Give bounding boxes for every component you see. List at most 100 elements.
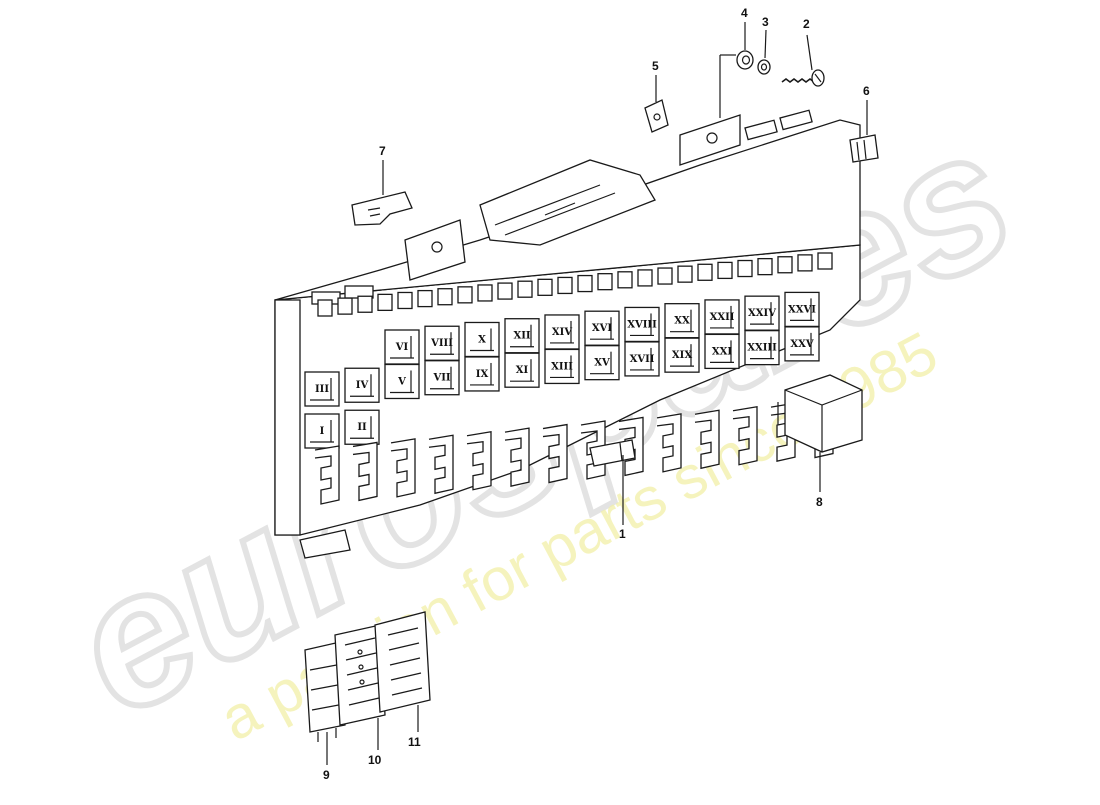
fuse [377,293,393,312]
lower-row-label: I [320,426,325,437]
washer [757,59,771,75]
middle-row-slot-XXV: XXV [784,326,820,362]
fuse [797,254,813,272]
connector-10 [334,624,386,726]
fuse [337,297,353,315]
middle-row-label: VII [432,373,450,384]
upper-row-label: XVI [592,323,613,334]
fuse [457,286,473,304]
middle-row-slot-XV: XV [584,345,620,381]
connector-comb [466,430,492,491]
fuse [717,261,733,280]
callout-3: 3 [762,15,769,29]
fusebox-foot [299,529,351,559]
middle-row-label: III [315,384,329,395]
upper-row-slot-VI: VI [384,329,420,365]
fuse [737,259,753,278]
middle-row-slot-XIX: XIX [664,337,700,373]
fuse [777,256,793,274]
connector-comb [542,423,568,484]
fuse [517,280,533,298]
upper-row-slot-XX: XX [664,303,700,339]
middle-row-label: XIII [551,361,573,372]
upper-row-slot-XXVI: XXVI [784,291,820,328]
callout-2: 2 [803,17,810,31]
middle-row-slot-XXI: XXI [704,333,740,370]
leader-lines [326,22,868,765]
middle-row-label: XI [516,365,529,376]
upper-row-label: XIV [552,327,572,338]
upper-row-label: XXIV [748,308,776,319]
middle-row-slot-XIII: XIII [544,348,580,385]
callout-5: 5 [652,59,659,73]
fuse [677,265,693,283]
callout-8: 8 [816,495,823,509]
callout-4: 4 [741,6,748,20]
fuse [657,267,673,285]
upper-row-label: X [478,334,486,345]
fuse [437,288,453,306]
middle-row-slot-IX: IX [464,356,500,392]
fuse [317,299,333,317]
connector-11 [374,611,431,713]
connector-comb [390,438,416,498]
connector-plug-part-1 [589,439,636,467]
upper-row-slot-XIV: XIV [544,314,580,350]
callout-1: 1 [619,527,626,541]
upper-row-slot-XXII: XXII [704,299,740,335]
middle-row-label: XV [594,358,610,369]
fusebox-top-cover [479,159,656,246]
callout-9: 9 [323,768,330,782]
upper-row-label: XVIII [627,319,657,330]
middle-row-label: IV [356,380,369,391]
upper-row-label: XXVI [788,304,816,315]
lower-row-slot-I: I [304,413,340,449]
clamp-part-7 [351,191,413,226]
fuse [757,257,773,276]
clip-part-5 [644,99,669,133]
middle-row-slot-XVII: XVII [624,341,660,377]
middle-row-label: IX [476,369,489,380]
lower-row-label: II [357,422,367,433]
mounting-tab [404,219,466,281]
fuse [577,274,593,293]
middle-row-label: XIX [672,350,692,361]
callout-11: 11 [408,735,421,749]
fuse [357,295,373,313]
connector-comb [732,405,758,466]
connector-comb [314,445,340,505]
fuse [537,278,553,296]
connector-comb [656,413,682,473]
fuse [497,282,513,300]
connector-9 [304,641,346,742]
connector-comb [428,434,454,495]
upper-row-slot-X: X [464,321,500,358]
connector-comb [694,409,720,470]
upper-row-slot-XVI: XVI [584,310,620,346]
upper-row-label: XX [674,316,690,327]
middle-row-label: XVII [630,354,655,365]
fuse [477,284,493,302]
upper-row-label: XXII [710,312,735,323]
upper-row-label: VI [395,342,409,353]
fuse [617,271,633,289]
connector-part-6 [849,134,879,163]
middle-row-label: XXIII [747,343,777,354]
upper-row-label: XII [513,331,530,342]
connector-comb [352,441,378,502]
middle-row-slot-XI: XI [504,352,540,388]
fuse [417,289,433,308]
upper-row-label: VIII [430,338,453,349]
middle-row-slot-XXIII: XXIII [744,329,780,366]
fuse [397,291,413,310]
connector-comb [504,427,530,487]
upper-row-slot-XVIII: XVIII [624,306,660,343]
callout-6: 6 [863,84,870,98]
fuse [597,273,613,291]
middle-row-label: XXI [712,346,733,357]
fuse [557,276,573,295]
fusebox-left-end [274,299,301,536]
